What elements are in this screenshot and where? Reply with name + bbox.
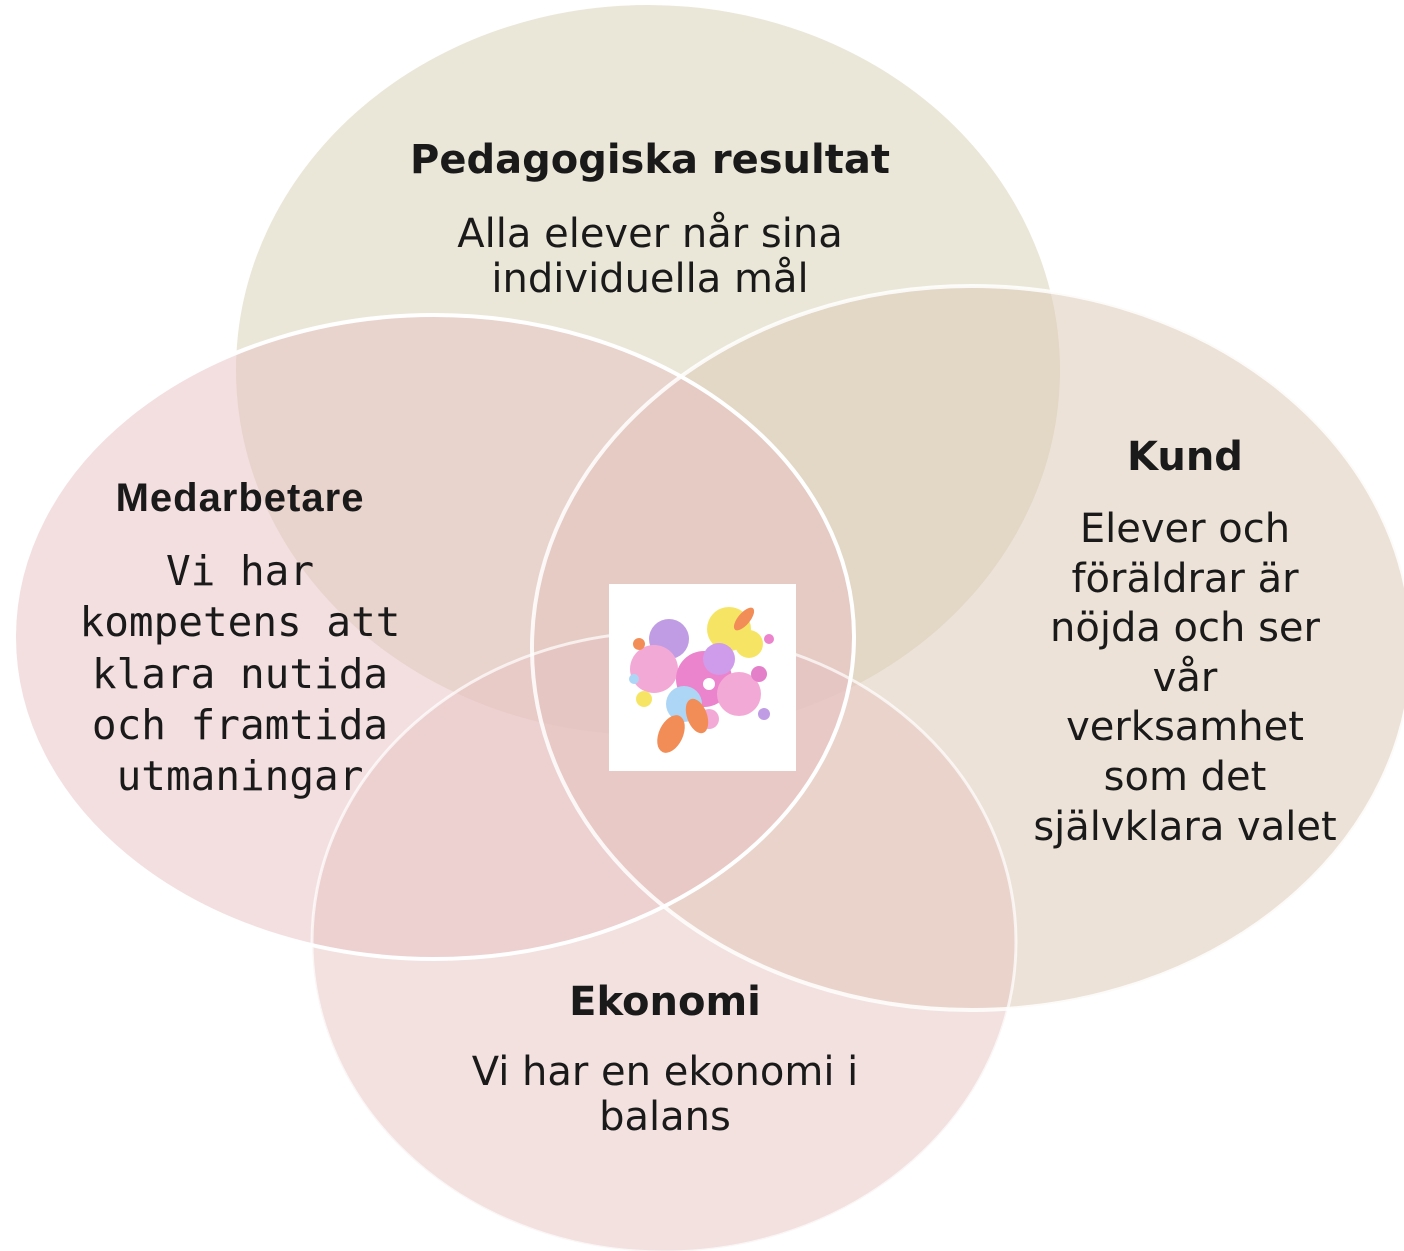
center-logo bbox=[609, 584, 796, 771]
ekonomi-title: Ekonomi bbox=[569, 979, 761, 1025]
outline-kund bbox=[530, 284, 1404, 1012]
pedagogiska-title: Pedagogiska resultat bbox=[410, 137, 890, 183]
kund-title: Kund bbox=[1127, 434, 1243, 480]
ekonomi-body: Vi har en ekonomi i balans bbox=[471, 1049, 859, 1140]
kund-body: Elever och föräldrar är nöjda och ser vå… bbox=[1033, 506, 1337, 850]
medarbetare-body: Vi har kompetens att klara nutida och fr… bbox=[79, 547, 401, 800]
outline-medarbetare bbox=[12, 313, 856, 961]
flower-splash-logo-icon bbox=[629, 607, 774, 753]
medarbetare-title: Medarbetare bbox=[115, 476, 365, 520]
pedagogiska-body: Alla elever når sina individuella mål bbox=[457, 211, 843, 302]
circle-medarbetare bbox=[14, 315, 854, 959]
